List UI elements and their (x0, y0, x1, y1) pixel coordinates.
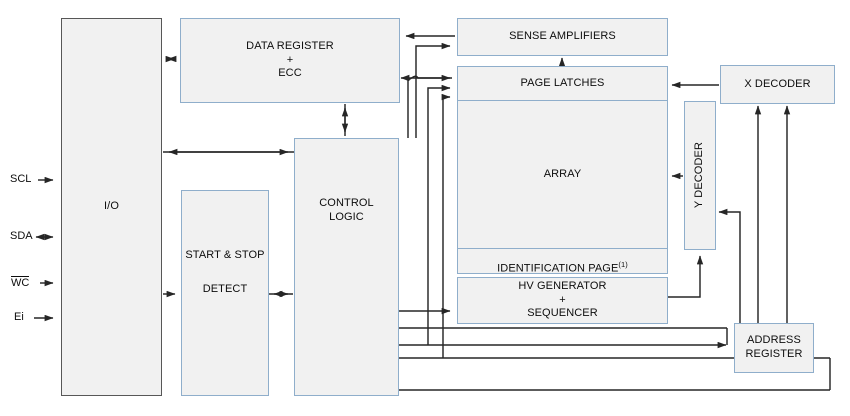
block-sense-amplifiers[interactable]: SENSE AMPLIFIERS (457, 18, 668, 56)
block-identification-page-label: IDENTIFICATION PAGE (497, 262, 619, 275)
block-page-latches[interactable]: PAGE LATCHES (457, 66, 668, 101)
block-address-register[interactable]: ADDRESS REGISTER (734, 323, 814, 373)
block-data-register-ecc-label: DATA REGISTER + ECC (246, 39, 334, 80)
block-start-stop-detect[interactable]: START & STOP DETECT (181, 190, 269, 396)
block-y-decoder[interactable]: Y DECODER (684, 101, 716, 250)
block-control-logic-label: CONTROL LOGIC (319, 197, 374, 223)
pin-label-wc: WC (11, 276, 30, 289)
block-y-decoder-label: Y DECODER (693, 142, 706, 209)
block-page-latches-label: PAGE LATCHES (520, 76, 605, 89)
block-identification-page[interactable]: IDENTIFICATION PAGE(1) (457, 248, 668, 274)
pin-label-sda: SDA (10, 230, 33, 242)
block-address-register-label: ADDRESS REGISTER (745, 334, 803, 360)
block-control-logic[interactable]: CONTROL LOGIC (294, 138, 399, 396)
block-data-register-ecc[interactable]: DATA REGISTER + ECC (180, 18, 400, 103)
block-array-label: ARRAY (543, 167, 582, 180)
block-x-decoder[interactable]: X DECODER (720, 65, 835, 104)
pin-label-ei: Ei (14, 311, 24, 323)
pin-label-scl: SCL (10, 173, 32, 185)
block-start-stop-detect-label-line1: START & STOP (185, 249, 265, 261)
block-io[interactable]: I/O (61, 18, 162, 396)
block-identification-page-footnote: (1) (618, 259, 628, 269)
block-x-decoder-label: X DECODER (744, 77, 811, 90)
block-sense-amplifiers-label: SENSE AMPLIFIERS (509, 30, 616, 43)
block-io-label: I/O (104, 200, 119, 213)
block-start-stop-detect-label-line2: DETECT (202, 283, 248, 295)
block-array[interactable]: ARRAY (457, 100, 668, 249)
block-hv-generator-sequencer[interactable]: HV GENERATOR + SEQUENCER (457, 277, 668, 324)
block-hv-generator-sequencer-label: HV GENERATOR + SEQUENCER (518, 279, 607, 320)
